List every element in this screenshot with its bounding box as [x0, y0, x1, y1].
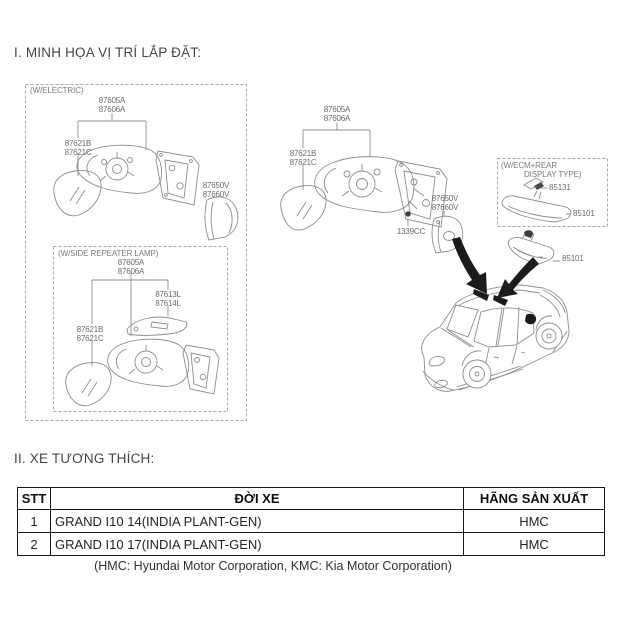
compatibility-table: STT ĐỜI XE HÃNG SẢN XUẤT 1 GRAND I10 14(… [17, 487, 605, 556]
repeater-box [53, 246, 228, 412]
col-header-model: ĐỜI XE [50, 487, 464, 510]
part-label-middle-cover: 87650V 87660V [431, 194, 459, 212]
table-row: 1 GRAND I10 14(INDIA PLANT-GEN) HMC [17, 509, 605, 533]
repeater-mirror-drawing [65, 316, 220, 407]
car-drawing [421, 284, 570, 392]
ecm-mirror-drawing [501, 177, 572, 223]
bolt-icon [405, 211, 411, 217]
cell-stt: 1 [17, 509, 51, 533]
part-label-electric-cover: 87650V 87660V [202, 181, 230, 199]
ecm-box [497, 158, 608, 227]
part-label-middle-glass: 87621B 87621C [289, 149, 317, 167]
part-label-middle-assembly: 87605A 87606A [323, 105, 351, 123]
ecm-box-label-line1: (W/ECM+REAR [501, 161, 558, 170]
cell-manufacturer: HMC [463, 509, 605, 533]
part-label-electric-assembly: 87605A 87606A [98, 96, 126, 114]
middle-mirror-drawing [280, 156, 464, 254]
dashed-boxes [25, 84, 608, 421]
part-label-repeater-lamp: 87613L 87614L [155, 290, 181, 308]
cell-stt: 2 [17, 532, 51, 556]
electric-box-label: (W/ELECTRIC) [30, 86, 84, 95]
part-label-repeater-assembly: 87605A 87606A [117, 258, 145, 276]
leader-lines [77, 113, 571, 366]
part-label-inside-mirror: 85101 [562, 254, 584, 263]
col-header-manufacturer: HÃNG SẢN XUẤT [463, 487, 605, 510]
cell-manufacturer: HMC [463, 532, 605, 556]
part-label-bolt: 1339CC [396, 227, 426, 236]
part-label-electric-glass: 87621B 87621C [64, 139, 92, 157]
cell-model: GRAND I10 17(INDIA PLANT-GEN) [50, 532, 464, 556]
part-label-ecm-bracket: 85131 [549, 183, 571, 192]
cell-model: GRAND I10 14(INDIA PLANT-GEN) [50, 509, 464, 533]
repeater-box-label: (W/SIDE REPEATER LAMP) [58, 249, 159, 258]
section2-title: II. XE TƯƠNG THÍCH: [14, 451, 155, 466]
ecm-box-label-line2: DISPLAY TYPE) [524, 170, 582, 179]
part-label-ecm-mirror: 85101 [573, 209, 595, 218]
table-footnote: (HMC: Hyundai Motor Corporation, KMC: Ki… [94, 559, 452, 573]
electric-mirror-drawing [53, 144, 239, 241]
table-header-row: STT ĐỜI XE HÃNG SẢN XUẤT [17, 487, 605, 510]
col-header-stt: STT [17, 487, 51, 510]
section1-title: I. MINH HỌA VỊ TRÍ LẮP ĐẶT: [14, 45, 202, 60]
arrow-right-icon [497, 257, 539, 298]
pointer-arrows [405, 182, 544, 325]
part-label-repeater-glass: 87621B 87621C [76, 325, 104, 343]
table-row: 2 GRAND I10 17(INDIA PLANT-GEN) HMC [17, 532, 605, 556]
arrow-left-icon [452, 237, 487, 294]
electric-box [25, 84, 247, 421]
